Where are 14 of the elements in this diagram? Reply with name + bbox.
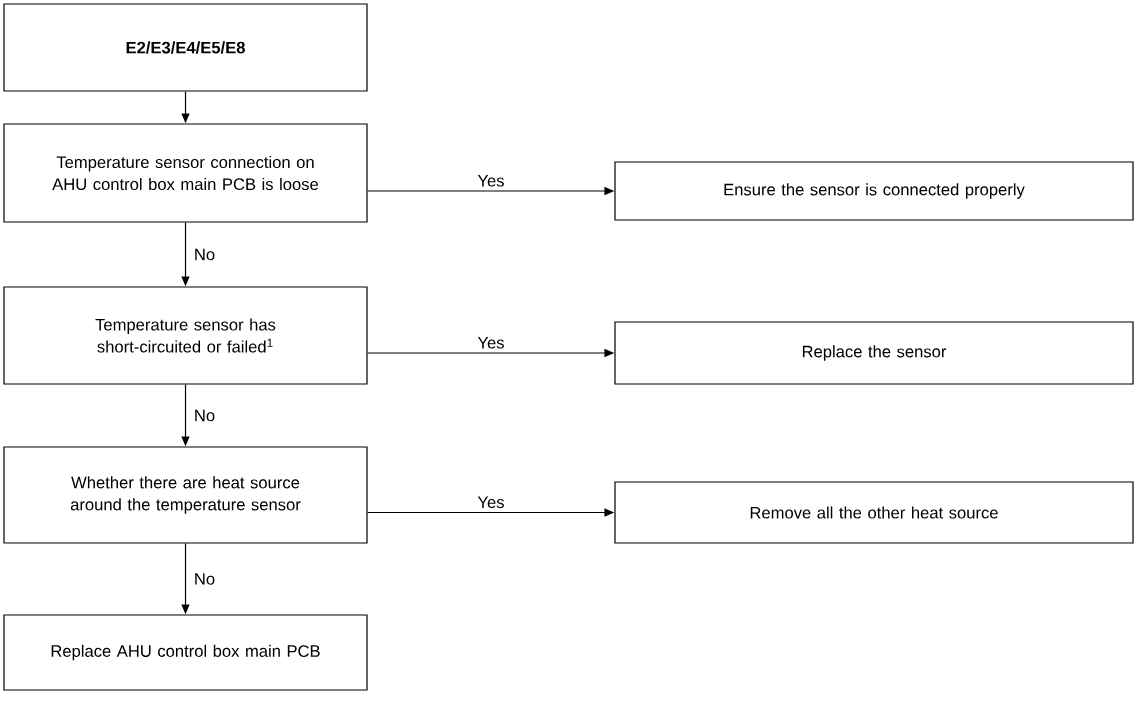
process-box: Ensure the sensor is connected properly bbox=[614, 161, 1134, 221]
process-box: Temperature sensor has short-circuited or failed$^{1}$ bbox=[3, 286, 368, 385]
edge-label: No bbox=[195, 573, 215, 585]
process-box: Replace the sensor bbox=[614, 321, 1134, 385]
process-box: Replace AHU control box main PCB bbox=[3, 614, 368, 691]
edge-label: Yes bbox=[477, 337, 504, 349]
process-box: Temperature sensor connection on AHU control box main PCB is loose bbox=[3, 123, 368, 223]
process-box: Whether there are heat source around the temperature sensor bbox=[3, 446, 368, 544]
edge-label: No bbox=[195, 248, 215, 261]
edge-label: No bbox=[195, 409, 215, 422]
edge-label: Yes bbox=[477, 175, 504, 187]
edge-label: Yes bbox=[477, 496, 504, 509]
process-box: E2/E3/E4/E5/E8 bbox=[3, 3, 368, 92]
process-box: Remove all the other heat source bbox=[614, 481, 1134, 544]
